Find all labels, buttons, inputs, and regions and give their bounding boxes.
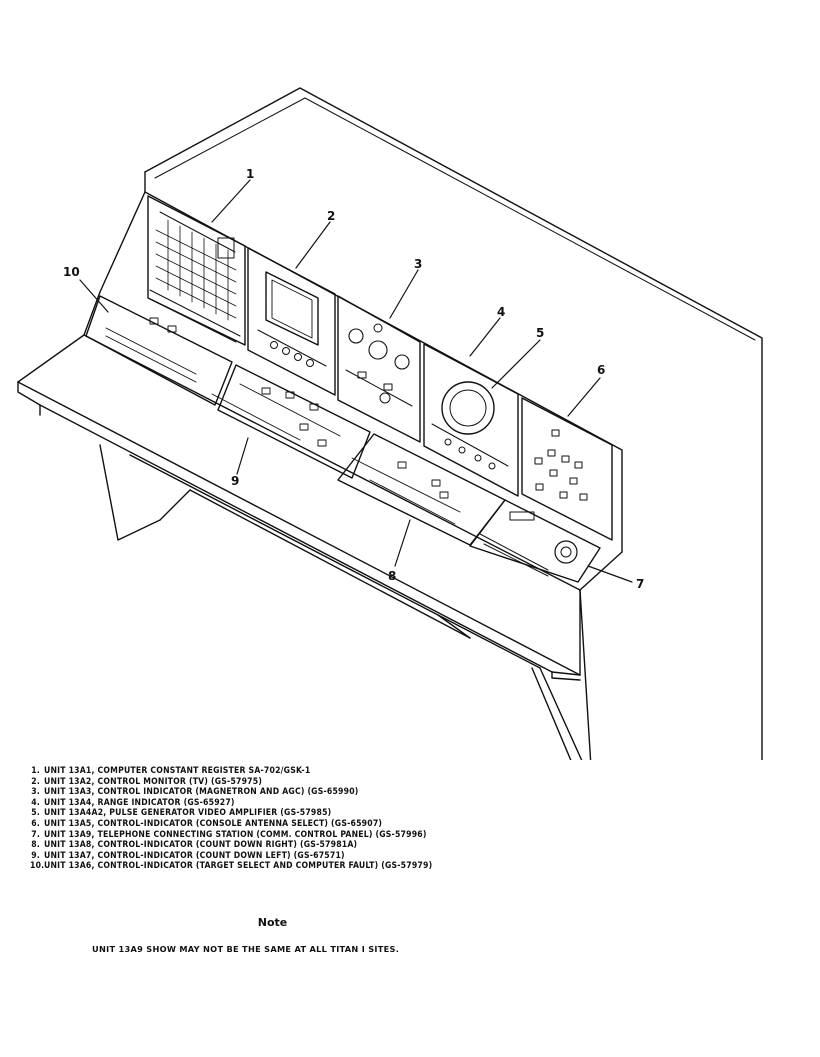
- note-heading: Note: [257, 916, 288, 929]
- callout-9: 9: [231, 474, 239, 488]
- legend-item: 1.UNIT 13A1, COMPUTER CONSTANT REGISTER …: [31, 766, 311, 776]
- panel-6-antenna-select: [521, 397, 613, 541]
- panel-3-control-indicator: [337, 295, 421, 443]
- legend-item: 2.UNIT 13A2, CONTROL MONITOR (TV) (GS-57…: [31, 776, 263, 787]
- callout-7: 7: [636, 577, 644, 591]
- callout-8: 8: [388, 569, 396, 583]
- callout-2: 2: [327, 209, 335, 223]
- callout-labels: 1 2 3 4 5 6 7 8 9 10: [63, 167, 644, 591]
- legend-item: 9.UNIT 13A7, CONTROL-INDICATOR (COUNT DO…: [31, 850, 345, 861]
- callout-6: 6: [597, 363, 605, 377]
- legend-item: 6.UNIT 13A5, CONTROL-INDICATOR (CONSOLE …: [31, 818, 383, 829]
- panel-9-count-down-left: [211, 364, 371, 479]
- panel-1-register: [147, 195, 246, 346]
- callout-10: 10: [63, 265, 80, 279]
- callout-4: 4: [497, 305, 505, 319]
- panel-2-monitor: [247, 247, 336, 396]
- front-panel-frame: [83, 191, 623, 591]
- legend-list: 1.UNIT 13A1, COMPUTER CONSTANT REGISTER …: [30, 766, 790, 872]
- pedestal: [99, 444, 583, 760]
- desk-shelf: [17, 334, 581, 681]
- legend-item: 8.UNIT 13A8, CONTROL-INDICATOR (COUNT DO…: [31, 840, 358, 851]
- callout-5: 5: [536, 326, 544, 340]
- legend-item: 3.UNIT 13A3, CONTROL INDICATOR (MAGNETRO…: [31, 787, 359, 798]
- console-diagram: 1 2 3 4 5 6 7 8 9 10: [17, 87, 763, 760]
- leader-lines: [79, 179, 633, 583]
- legend-item: 7.UNIT 13A9, TELEPHONE CONNECTING STATIO…: [31, 829, 427, 840]
- callout-3: 3: [414, 257, 422, 271]
- console-housing: [144, 87, 763, 760]
- note-body: UNIT 13A9 SHOW MAY NOT BE THE SAME AT AL…: [92, 944, 400, 954]
- panel-10-target-select: [85, 295, 233, 406]
- legend-item: 4.UNIT 13A4, RANGE INDICATOR (GS-65927): [31, 797, 235, 808]
- legend-item: 10.UNIT 13A6, CONTROL-INDICATOR (TARGET …: [30, 861, 433, 872]
- callout-1: 1: [246, 167, 254, 181]
- panel-4-range-indicator: [423, 343, 519, 497]
- panel-7-comm-control: [469, 499, 601, 583]
- legend-item: 5.UNIT 13A4A2, PULSE GENERATOR VIDEO AMP…: [31, 808, 332, 819]
